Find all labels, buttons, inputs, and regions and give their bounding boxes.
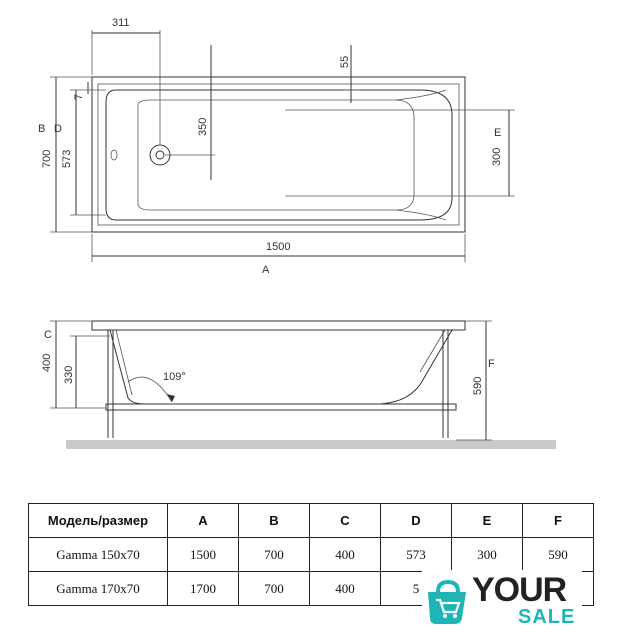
table-cell: 1500: [167, 537, 239, 572]
your-sale-logo: YOUR SALE: [422, 570, 582, 634]
side-view: 109° C 400 330 F 590: [41, 320, 556, 449]
label-a: A: [262, 264, 270, 276]
column-header: E: [451, 503, 523, 538]
dim-590: 590: [472, 377, 484, 395]
column-header: F: [522, 503, 594, 538]
tub-rim: [91, 320, 466, 331]
table-cell: 300: [451, 537, 523, 572]
dim-700: 700: [41, 150, 53, 168]
dim-1500: 1500: [266, 241, 290, 253]
tub-body-profile: [109, 329, 453, 405]
table-header-row: Модель/размер A B C D E F: [28, 503, 594, 538]
table-cell: Gamma 170x70: [28, 571, 168, 606]
tub-outer-outline: [91, 76, 466, 233]
table-cell: 573: [380, 537, 452, 572]
dim-330: 330: [63, 366, 75, 384]
column-header: B: [238, 503, 310, 538]
shopping-bag-cart-icon: [428, 579, 466, 624]
table-cell: 700: [238, 537, 310, 572]
logo-word-your: YOUR: [472, 571, 567, 609]
bathtub-drawing: 311 350 55 7 B 700 D 573 300 E 15: [38, 17, 556, 449]
column-header: C: [309, 503, 381, 538]
table-cell: 700: [238, 571, 310, 606]
label-d: D: [54, 123, 62, 135]
column-header: D: [380, 503, 452, 538]
label-f: F: [488, 358, 495, 370]
column-header: A: [167, 503, 239, 538]
table-cell: 400: [309, 537, 381, 572]
table-cell: 590: [522, 537, 594, 572]
dim-400: 400: [41, 354, 53, 372]
table-cell: 400: [309, 571, 381, 606]
table-cell: Gamma 150x70: [28, 537, 168, 572]
top-view: 311 350 55 7 B 700 D 573 300 E 15: [38, 17, 515, 276]
dim-350: 350: [197, 118, 209, 136]
column-header: Модель/размер: [28, 503, 168, 538]
dim-300: 300: [491, 148, 503, 166]
angle-109: 109°: [163, 371, 186, 383]
logo-word-sale: SALE: [518, 606, 576, 628]
label-b: B: [38, 123, 45, 135]
dim-7: 7: [73, 94, 85, 100]
label-c: C: [44, 329, 52, 341]
tub-basin-outline: [105, 89, 453, 221]
support-frame: [105, 403, 457, 411]
table-row: Gamma 150x70 1500 700 400 573 300 590: [28, 537, 594, 572]
label-e: E: [494, 127, 501, 139]
table-cell: 1700: [167, 571, 239, 606]
dim-55: 55: [339, 56, 351, 68]
dim-311: 311: [112, 17, 130, 29]
floor: [66, 440, 556, 449]
dim-573: 573: [61, 150, 73, 168]
